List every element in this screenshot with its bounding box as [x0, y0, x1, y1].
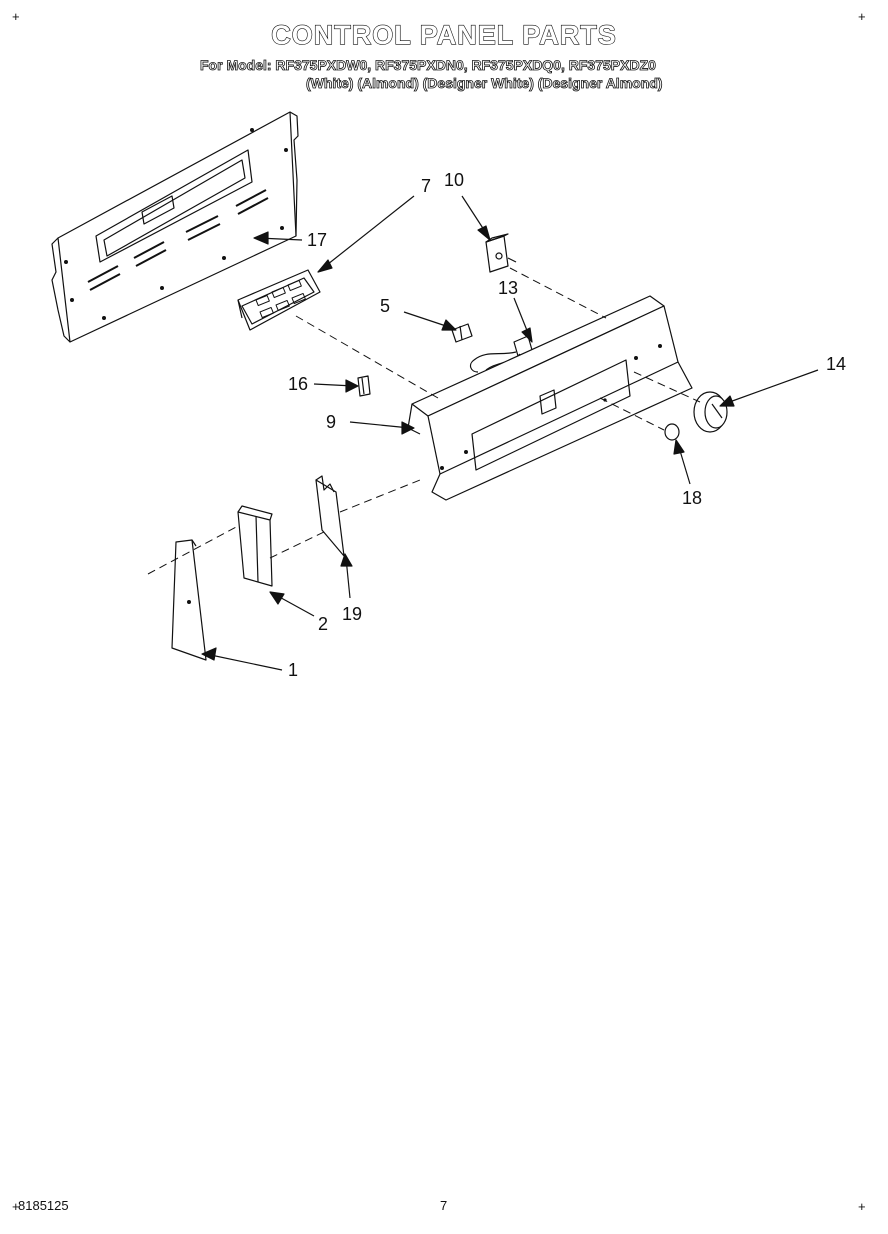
corner-mark-bottom-right: + — [858, 1199, 866, 1214]
part-1-end-cap — [171, 539, 207, 661]
document-number: 8185125 — [18, 1198, 69, 1213]
corner-mark-top-right: + — [858, 9, 866, 24]
callout-7: 7 — [421, 176, 431, 196]
corner-mark-top-left: + — [12, 9, 20, 24]
page-number: 7 — [440, 1198, 448, 1213]
model-variants: (White) (Almond) (Designer White) (Desig… — [306, 75, 663, 92]
callout-10: 10 — [444, 170, 464, 190]
callout-5: 5 — [380, 296, 390, 316]
callout-1: 1 — [288, 660, 298, 680]
part-5-connector — [451, 323, 473, 343]
callout-9: 9 — [326, 412, 336, 432]
part-2-side-bracket — [237, 505, 273, 587]
part-19-bracket — [315, 475, 345, 557]
part-7-keypad — [237, 269, 321, 331]
corner-mark-bottom-left: + — [12, 1199, 20, 1214]
leader-arrows — [201, 195, 819, 671]
callout-14: 14 — [826, 354, 846, 374]
page-title: CONTROL PANEL PARTS — [271, 19, 617, 50]
part-16-clip — [357, 375, 371, 397]
part-9-control-housing — [407, 295, 693, 501]
callout-18: 18 — [682, 488, 702, 508]
part-17-rear-panel — [51, 111, 299, 343]
callout-17: 17 — [307, 230, 327, 250]
callout-2: 2 — [318, 614, 328, 634]
callout-19: 19 — [342, 604, 362, 624]
callout-16: 16 — [288, 374, 308, 394]
callout-13: 13 — [498, 278, 518, 298]
model-numbers: For Model: RF375PXDW0, RF375PXDN0, RF375… — [200, 57, 657, 74]
part-18-button — [664, 423, 680, 441]
part-14-knob — [693, 391, 728, 433]
part-10-switch — [485, 233, 517, 273]
